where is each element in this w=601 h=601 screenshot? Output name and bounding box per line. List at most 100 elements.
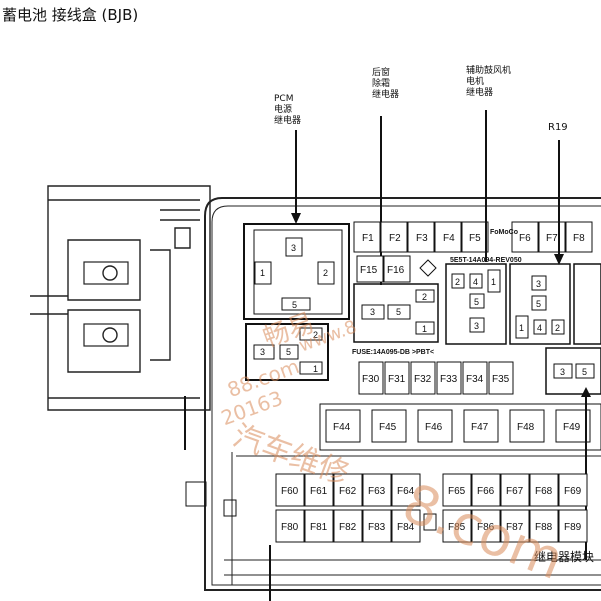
fuse-row-2: F15 F16 (356, 255, 411, 283)
small-relay-left: 2 3 5 1 (245, 323, 329, 381)
pcm-relay: 3 1 2 5 (243, 223, 350, 320)
fuse-F45: F45 (379, 422, 397, 433)
fuse-F86: F86 (477, 522, 495, 533)
defrost-pin-3: 3 (370, 307, 375, 317)
fuse-F68: F68 (535, 486, 553, 497)
fuse-F63: F63 (368, 486, 386, 497)
fuse-F6: F6 (519, 233, 531, 244)
pcm-pin-2: 2 (323, 268, 328, 278)
r19-pin-4: 4 (537, 323, 542, 333)
small-relay-pin-2: 2 (313, 330, 318, 340)
callout-aux-line2: 电机 (466, 77, 485, 87)
fuse-F89: F89 (564, 522, 582, 533)
fuse-F69: F69 (564, 486, 582, 497)
aux-fan-relay: 2 4 1 5 3 (445, 263, 507, 345)
fuse-F85: F85 (448, 522, 466, 533)
callout-aux-fan-relay: 辅助鼓风机 电机 继电器 (466, 66, 511, 99)
fuse-F35: F35 (492, 374, 510, 385)
bottom-right-relay: 3 5 (545, 347, 601, 395)
fuse-F62: F62 (339, 486, 357, 497)
fuse-F67: F67 (506, 486, 524, 497)
relay-partial-right (573, 263, 601, 345)
pcm-pin-1: 1 (260, 268, 265, 278)
r19-pin-3: 3 (536, 279, 541, 289)
fuse-F80: F80 (281, 522, 299, 533)
diagram-title: 蓄电池 接线盒 (BJB) (2, 6, 139, 24)
fuse-row-6: F80 F81 F82 F83 F84 F85 F86 F87 F88 F89 (275, 509, 588, 543)
r19-pin-2: 2 (555, 323, 560, 333)
callout-r19: R19 (548, 122, 568, 133)
r19-pin-5: 5 (536, 299, 541, 309)
fuse-F48: F48 (517, 422, 535, 433)
aux-pin-2: 2 (455, 277, 460, 287)
fuse-row-1: F1 F2 F3 F4 F5 F6 F7 F8 (353, 221, 593, 253)
small-relay-pin-1: 1 (313, 364, 318, 374)
fuse-F49: F49 (563, 422, 581, 433)
callout-aux-line3: 继电器 (466, 88, 494, 98)
fuse-F66: F66 (477, 486, 495, 497)
fuse-F84: F84 (397, 522, 415, 533)
fuse-F4: F4 (443, 233, 455, 244)
fuse-F82: F82 (339, 522, 357, 533)
terminal-nut-lower (83, 323, 129, 347)
fuse-row-4: F44 F45 F46 F47 F48 F49 (319, 403, 601, 451)
fuse-F15: F15 (360, 265, 378, 276)
fuse-F47: F47 (471, 422, 489, 433)
rear-defrost-relay: 2 3 5 1 (353, 283, 439, 343)
fuse-F5: F5 (469, 233, 481, 244)
pcm-pin-5: 5 (292, 300, 297, 310)
r19-pin-1: 1 (519, 323, 524, 333)
callout-pcm-relay: PCM 电源 继电器 (274, 94, 301, 127)
fuse-F65: F65 (448, 486, 466, 497)
callout-defrost-line3: 继电器 (372, 90, 400, 100)
callout-defrost-line1: 后窗 (372, 68, 391, 78)
fuse-F60: F60 (281, 486, 299, 497)
fuse-F61: F61 (310, 486, 328, 497)
brand-mark: FoMoCo (490, 229, 518, 236)
terminal-nut-upper (83, 261, 129, 285)
aux-pin-3: 3 (474, 321, 479, 331)
fuse-F16: F16 (387, 265, 405, 276)
small-relay-pin-3: 3 (260, 347, 265, 357)
small-relay-pin-5: 5 (286, 347, 291, 357)
fuse-F1: F1 (362, 233, 374, 244)
defrost-pin-2: 2 (422, 292, 427, 302)
fuse-part-code: FUSE:14A095-DB >PBT< (352, 349, 434, 356)
bottom-relay-pin-3: 3 (560, 367, 565, 377)
aux-pin-5: 5 (474, 297, 479, 307)
fuse-F34: F34 (466, 374, 484, 385)
r19-relay: 3 5 1 4 2 (509, 263, 571, 345)
fuse-F87: F87 (506, 522, 524, 533)
housing-clips (184, 396, 437, 601)
fuse-F44: F44 (333, 422, 351, 433)
callout-defrost-line2: 除霜 (372, 79, 391, 89)
aux-pin-4: 4 (473, 277, 478, 287)
callout-rear-defrost-relay: 后窗 除霜 继电器 (372, 68, 399, 101)
fuse-F8: F8 (573, 233, 585, 244)
diamond-marker-icon (419, 259, 437, 277)
fuse-F3: F3 (416, 233, 428, 244)
fuse-F88: F88 (535, 522, 553, 533)
fuse-F30: F30 (362, 374, 380, 385)
defrost-pin-5: 5 (396, 307, 401, 317)
callout-pcm-line2: 电源 (274, 105, 293, 115)
fuse-F81: F81 (310, 522, 328, 533)
pcm-pin-3: 3 (291, 243, 296, 253)
housing-outline (204, 197, 601, 591)
bottom-relay-pin-5: 5 (582, 367, 587, 377)
arrow-r19 (554, 140, 564, 265)
fuse-F2: F2 (389, 233, 401, 244)
fuse-F83: F83 (368, 522, 386, 533)
fuse-F31: F31 (388, 374, 406, 385)
fuse-F32: F32 (414, 374, 432, 385)
fuse-row-3: F30 F31 F32 F33 F34 F35 (358, 361, 514, 395)
fuse-F46: F46 (425, 422, 443, 433)
defrost-pin-1: 1 (422, 324, 427, 334)
fuse-F7: F7 (546, 233, 558, 244)
fuse-row-5: F60 F61 F62 F63 F64 F65 F66 F67 F68 F69 (275, 473, 588, 507)
aux-pin-1: 1 (491, 277, 496, 287)
callout-pcm-line3: 继电器 (274, 116, 302, 126)
callout-aux-line1: 辅助鼓风机 (466, 66, 512, 76)
fuse-F33: F33 (440, 374, 458, 385)
